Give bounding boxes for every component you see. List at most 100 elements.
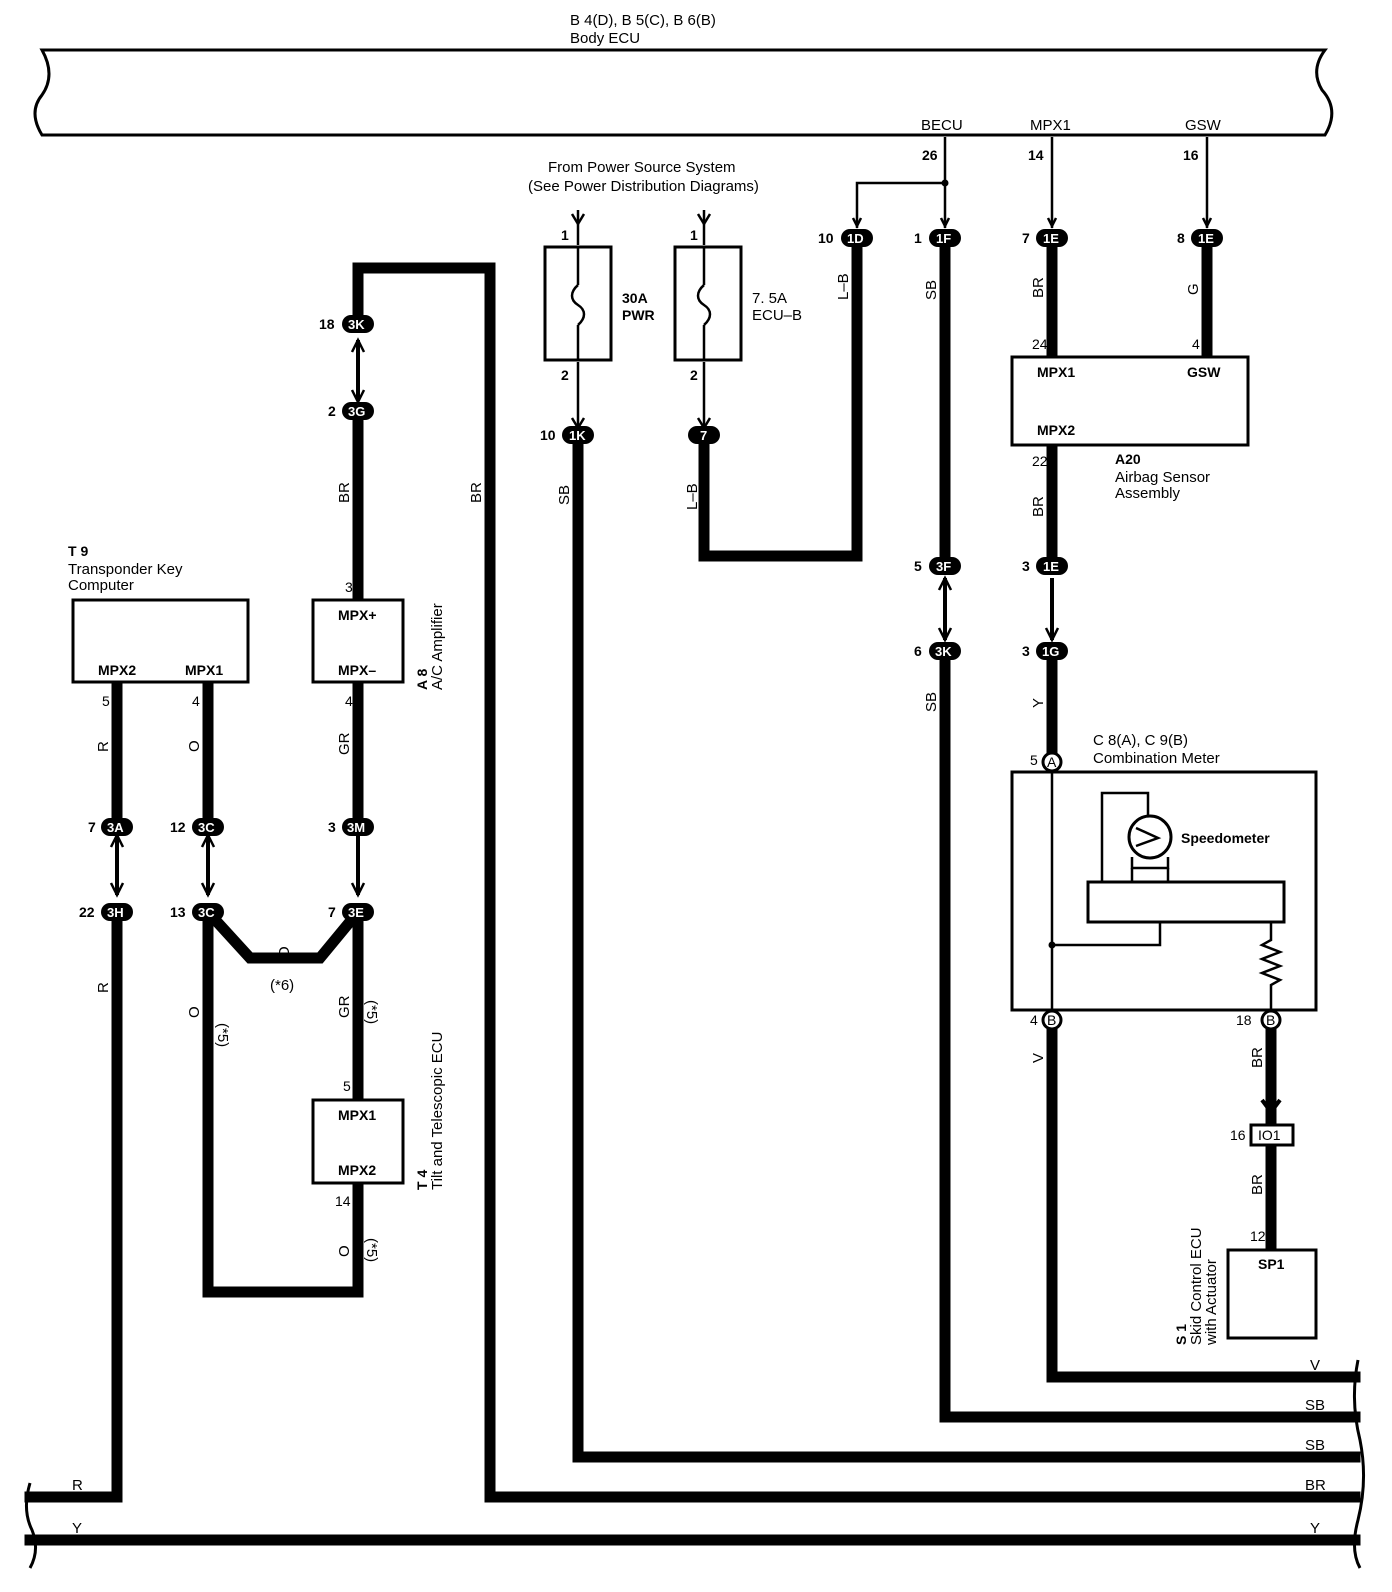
resistor-icon (1258, 922, 1284, 1010)
t9-num-5: 5 (102, 693, 110, 709)
svg-text:3: 3 (328, 819, 336, 835)
bus-label-sb-1: SB (1305, 1397, 1325, 1414)
connector-1k: 1K 10 (540, 426, 594, 444)
svg-text:7: 7 (700, 428, 707, 443)
svg-text:2: 2 (328, 403, 336, 419)
t4-code: T 4 (414, 1170, 430, 1190)
a8-name: A/C Amplifier (429, 603, 446, 690)
svg-text:10: 10 (818, 230, 834, 246)
a20-num-4: 4 (1192, 336, 1200, 352)
bus-labels: V SB SB BR Y R Y (25, 1357, 1366, 1569)
wire-label-lb-2: L–B (684, 483, 701, 510)
fuse-pwr: 1 2 30A PWR (543, 210, 655, 431)
connector-3a: 3A 7 (88, 818, 133, 836)
wires (24, 232, 1361, 1546)
svg-text:5: 5 (914, 558, 922, 574)
svg-text:3M: 3M (347, 820, 365, 835)
svg-text:3F: 3F (936, 559, 951, 574)
body-ecu-code: B 4(D), B 5(C), B 6(B) (570, 12, 716, 29)
svg-text:A: A (1047, 754, 1057, 770)
bus-label-v: V (1310, 1357, 1320, 1374)
a20-num-22: 22 (1032, 453, 1048, 469)
wire-color-labels: L–B L–B SB SB SB BR BR G Y V BR BR BR BR… (95, 273, 1266, 1262)
svg-text:16: 16 (1230, 1127, 1246, 1143)
t9-num-4: 4 (192, 693, 200, 709)
body-ecu-title: Body ECU (570, 30, 640, 47)
svg-text:1E: 1E (1198, 231, 1214, 246)
wire-label-br-1: BR (1030, 277, 1047, 298)
fuse-ecub-pin-in: 1 (690, 227, 698, 243)
s1-skid-control-ecu: SP1 12 S 1 Skid Control ECU with Actuato… (1173, 1227, 1318, 1346)
connector-meter-b-18: B (1260, 1009, 1282, 1031)
ecu-pin-16: 16 (1183, 147, 1199, 163)
t4-pin-mpx1: MPX1 (338, 1107, 376, 1123)
connector-3m: 3M 3 (328, 818, 374, 836)
meter-num-5: 5 (1030, 752, 1038, 768)
meter-speedometer-label: Speedometer (1181, 830, 1270, 846)
s1-pin-sp1: SP1 (1258, 1256, 1285, 1272)
a8-code: A 8 (414, 669, 430, 690)
fuse-ecub-pin-out: 2 (690, 367, 698, 383)
svg-text:3K: 3K (935, 644, 952, 659)
svg-text:1K: 1K (569, 428, 586, 443)
t9-line2: Computer (68, 577, 134, 594)
body-ecu: B 4(D), B 5(C), B 6(B) Body ECU BECU MPX… (33, 12, 1334, 163)
ecu-pin-gsw: GSW (1185, 117, 1222, 134)
a20-airbag-sensor-assembly: MPX1 GSW MPX2 24 4 22 A20 Airbag Sensor … (1010, 336, 1250, 502)
wire-label-o-2: O (186, 1006, 203, 1018)
a8-num-3: 3 (345, 579, 353, 595)
wire-label-v: V (1030, 1053, 1047, 1063)
fuse-ecub-rating: 7. 5A (752, 290, 787, 307)
connector-1e-8: 1E 8 (1177, 229, 1223, 247)
a20-pin-mpx1: MPX1 (1037, 364, 1075, 380)
connector-3k-6: 3K 6 (914, 642, 961, 660)
connector-3h: 3H 22 (79, 903, 133, 921)
connector-1f: 1F 1 (914, 229, 961, 247)
t9-line1: Transponder Key (68, 561, 183, 578)
ecu-feed-lines (851, 137, 1213, 229)
connector-1g: 1G 3 (1022, 642, 1068, 660)
connector-1e-7: 1E 7 (1022, 229, 1068, 247)
connector-links (109, 337, 1282, 1116)
connector-1d: 1D 10 (818, 229, 873, 247)
svg-text:3C: 3C (198, 820, 215, 835)
a20-pin-mpx2: MPX2 (1037, 422, 1075, 438)
power-source-line1: From Power Source System (548, 159, 736, 176)
bus-label-y-left: Y (72, 1520, 82, 1537)
s1-num-12: 12 (1250, 1228, 1266, 1244)
t4-tilt-telescopic-ecu: MPX1 MPX2 5 14 T 4 Tilt and Telescopic E… (311, 1032, 446, 1209)
connector-io1: IO1 16 (1230, 1123, 1295, 1147)
svg-text:1G: 1G (1042, 644, 1059, 659)
c8-combination-meter: C 8(A), C 9(B) Combination Meter Speedom… (1010, 732, 1318, 1028)
connector-3c-13: 3C 13 (170, 903, 224, 921)
svg-text:3: 3 (1022, 643, 1030, 659)
wire-label-lb-1: L–B (835, 273, 852, 300)
power-source-line2: (See Power Distribution Diagrams) (528, 178, 759, 195)
svg-text:3G: 3G (348, 404, 365, 419)
fuse-ecub-name: ECU–B (752, 307, 802, 324)
t9-pin-mpx2: MPX2 (98, 662, 136, 678)
bus-break-right (1352, 1359, 1366, 1569)
t9-pin-mpx1: MPX1 (185, 662, 223, 678)
a20-line1: Airbag Sensor (1115, 469, 1210, 486)
fuse-ecu-b: 1 2 7. 5A ECU–B (673, 210, 802, 431)
svg-text:18: 18 (319, 316, 335, 332)
svg-text:22: 22 (79, 904, 95, 920)
svg-text:1E: 1E (1043, 231, 1059, 246)
s1-line2: with Actuator (1203, 1259, 1220, 1346)
fuse-pwr-pin-out: 2 (561, 367, 569, 383)
t4-pin-mpx2: MPX2 (338, 1162, 376, 1178)
svg-text:7: 7 (88, 819, 96, 835)
wire-label-sb-1: SB (923, 280, 940, 300)
t4-num-14: 14 (335, 1193, 351, 1209)
connector-meter-a: A (1041, 751, 1063, 773)
meter-num-4: 4 (1030, 1012, 1038, 1028)
a8-pin-mpxminus: MPX– (338, 662, 376, 678)
ecu-pin-mpx1: MPX1 (1030, 117, 1071, 134)
wire-label-o-1: O (186, 740, 203, 752)
svg-text:10: 10 (540, 427, 556, 443)
svg-text:3A: 3A (107, 820, 124, 835)
a20-pin-gsw: GSW (1187, 364, 1221, 380)
connector-meter-b-4: B (1041, 1009, 1063, 1031)
fuse-pwr-name: PWR (622, 307, 655, 323)
